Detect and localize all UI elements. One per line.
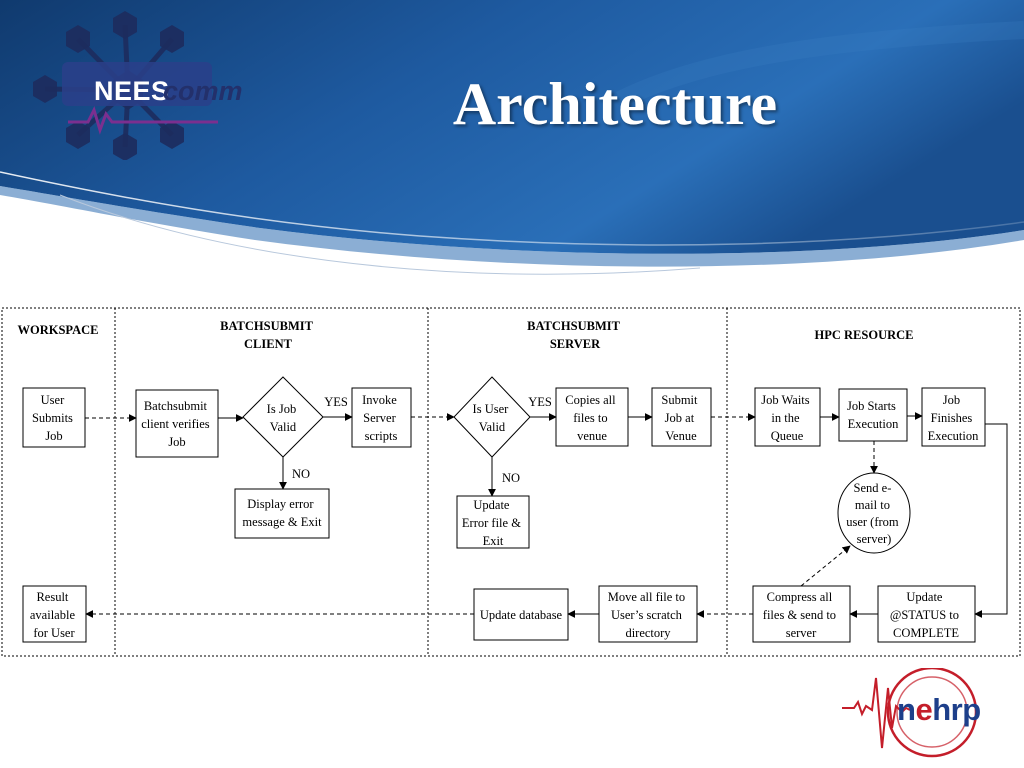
svg-text:Display error message: Display error message & Exit (242, 497, 322, 529)
svg-text:Copies all files to: Copies all files to venue (565, 393, 618, 443)
box-client-verifies: Batchsubmit client verifies Job (135, 389, 219, 458)
neescomm-logo: NEES comm (28, 10, 243, 160)
label-no: NO (502, 471, 520, 485)
box-compress-send: Compress all files & send to server (752, 585, 851, 643)
svg-text:Submit Job at: Submit Job at Venue (661, 393, 700, 443)
svg-text:Is Job Valid: Is Job Valid (267, 402, 300, 434)
arrow-dashed (800, 545, 851, 587)
logo-comm-text: comm (163, 76, 243, 106)
circle-send-email: Send e- mail to user (from server) (837, 472, 911, 554)
box-move-files: Move all file to User’s scratch director… (598, 585, 698, 643)
box-update-error: Update Error file & Exit (456, 495, 530, 549)
svg-text:Batchsubmit client ver: Batchsubmit client verifies Job (141, 399, 213, 449)
decision-is-job-valid: Is Job Valid (242, 376, 324, 458)
box-user-submits: User Submits Job (22, 387, 86, 448)
diagram-frame (1, 307, 1021, 657)
svg-text:Update database: Update database (480, 608, 563, 622)
logo-nees-text: NEES (94, 76, 170, 106)
svg-text:Compress all files & s: Compress all files & send to server (763, 590, 839, 640)
decision-is-user-valid: Is User Valid (453, 376, 531, 458)
arrow (974, 423, 1008, 618)
box-invoke-scripts: Invoke Server scripts (351, 387, 412, 448)
nehrp-brand-text: nehrp (897, 692, 981, 727)
slide-title: Architecture (452, 71, 778, 137)
svg-text:Is User Valid: Is User Valid (473, 402, 512, 434)
svg-text:Invoke Server: Invoke Server scripts (362, 393, 400, 443)
svg-text:Job Waits in the: Job Waits in the Queue (761, 393, 813, 443)
header-background (0, 0, 1024, 275)
box-copies-files: Copies all files to venue (555, 387, 629, 447)
lane-title-hpc: HPC RESOURCE (815, 328, 914, 342)
label-yes: YES (324, 395, 348, 409)
svg-text:Job Starts Execution: Job Starts Execution (847, 399, 899, 431)
label-no: NO (292, 467, 310, 481)
box-job-starts: Job Starts Execution (838, 388, 908, 442)
box-update-status: Update @STATUS to COMPLETE (877, 585, 976, 643)
lane-title-server: BATCHSUBMIT SERVER (527, 319, 623, 351)
molecule-graphic (33, 11, 218, 160)
svg-text:Move all file to User’: Move all file to User’s scratch director… (608, 590, 689, 640)
svg-text:Send e- mail to: Send e- mail to user (from server) (846, 481, 902, 546)
box-job-waits: Job Waits in the Queue (754, 387, 821, 447)
lane-title-client: BATCHSUBMIT CLIENT (220, 319, 316, 351)
box-job-finishes: Job Finishes Execution (921, 387, 986, 447)
box-submit-job: Submit Job at Venue (651, 387, 712, 447)
svg-text:Update @STATUS to: Update @STATUS to COMPLETE (890, 590, 962, 640)
svg-text:Result available: Result available for User (30, 590, 78, 640)
svg-text:Update Error file &: Update Error file & Exit (462, 498, 524, 548)
box-display-error: Display error message & Exit (234, 488, 330, 539)
box-result-available: Result available for User (22, 585, 87, 643)
label-yes: YES (528, 395, 552, 409)
lane-title-workspace: WORKSPACE (17, 323, 98, 337)
svg-text:User Submits J: User Submits Job (32, 393, 76, 443)
svg-text:Job Finishes E: Job Finishes Execution (928, 393, 979, 443)
nehrp-logo: nehrp (840, 668, 1005, 760)
architecture-diagram: WORKSPACE BATCHSUBMIT CLIENT BATCHSUBMIT… (1, 307, 1021, 657)
seismograph-graphic (842, 668, 978, 758)
box-update-db: Update database (473, 588, 569, 641)
